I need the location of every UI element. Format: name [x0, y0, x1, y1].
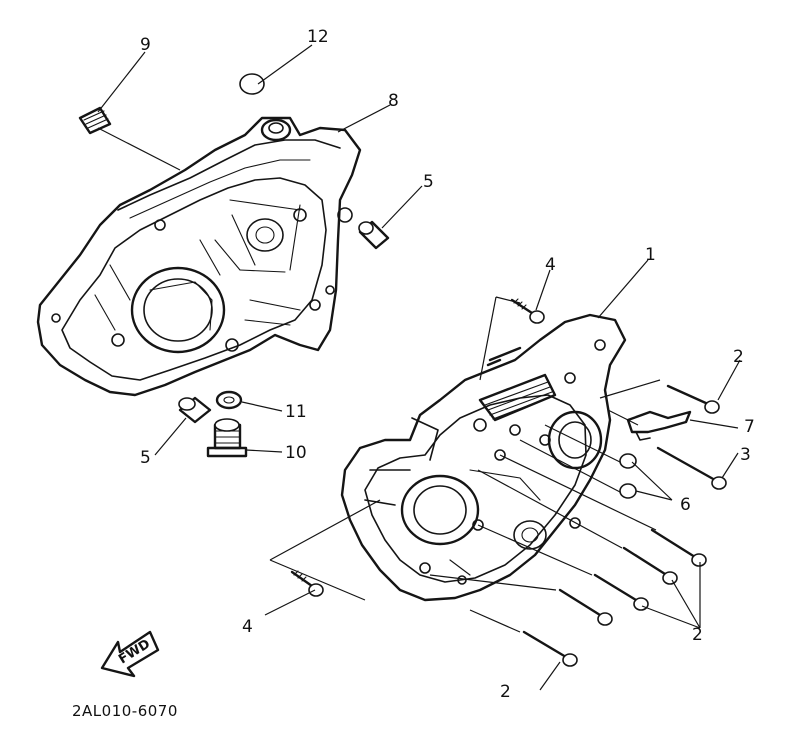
dowel-pins-pair	[619, 453, 637, 499]
callout-1: 1	[645, 245, 656, 265]
filler-cap	[239, 73, 265, 95]
callout-2-bottom: 2	[500, 682, 511, 702]
leader-lines	[97, 44, 741, 691]
callout-3: 3	[740, 445, 751, 465]
dowel-pin-lower	[178, 396, 212, 424]
callout-2-upper: 2	[733, 347, 744, 367]
callout-4-lower: 4	[242, 617, 253, 637]
callout-9: 9	[140, 35, 151, 55]
long-bolts	[522, 384, 727, 667]
callout-2-right: 2	[692, 625, 703, 645]
crankcase-left-half	[36, 116, 362, 397]
drain-plug	[206, 418, 248, 458]
callout-7: 7	[744, 417, 755, 437]
callout-10: 10	[285, 443, 307, 463]
callout-11: 11	[285, 402, 307, 422]
callout-5-lower: 5	[140, 448, 151, 468]
breather-nipple	[78, 106, 112, 135]
washer	[215, 390, 243, 410]
cable-clamp	[626, 410, 692, 441]
callout-6: 6	[680, 495, 691, 515]
callout-12: 12	[307, 27, 329, 47]
callout-4-upper: 4	[545, 255, 556, 275]
crankcase-right-half	[340, 313, 627, 602]
bolt-4-lower	[290, 570, 324, 597]
callout-8: 8	[388, 91, 399, 111]
callout-5-upper: 5	[423, 172, 434, 192]
callout-labels: 9 12 8 5 5 11 10 4 1 2 7 3 6 2 2 4	[140, 27, 755, 702]
dowel-pin-upper	[358, 220, 390, 250]
drawing-code: 2AL010-6070	[72, 702, 178, 720]
fwd-arrow: FWD	[100, 630, 160, 678]
